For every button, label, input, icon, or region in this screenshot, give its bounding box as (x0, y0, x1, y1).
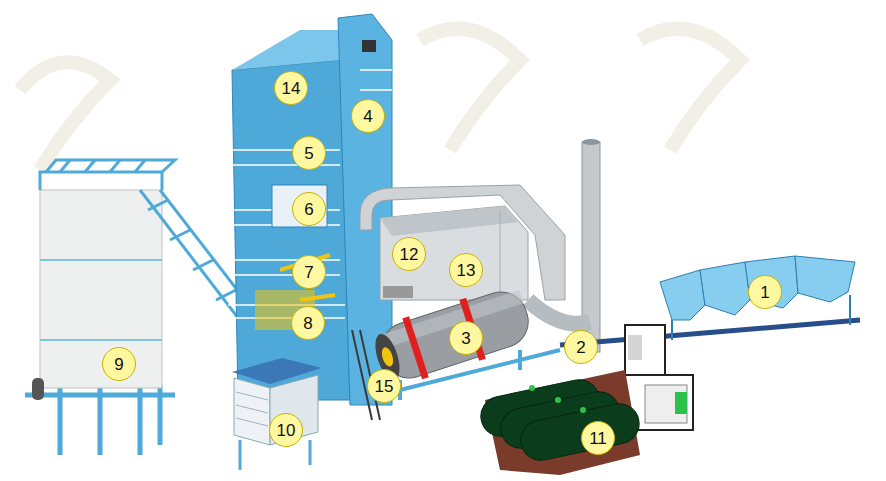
callout-number: 3 (461, 330, 470, 347)
callout-number: 7 (304, 264, 313, 281)
callout-number: 4 (363, 108, 372, 125)
callout-circle: 5 (292, 136, 326, 170)
callout-circle: 11 (581, 421, 615, 455)
callout-circle: 6 (292, 192, 326, 226)
cold-feed-bins (560, 256, 860, 345)
bitumen-tanks (477, 370, 643, 475)
callout-number: 13 (457, 262, 476, 279)
callout-circle: 4 (351, 99, 385, 133)
callout-number: 6 (304, 201, 313, 218)
callout-circle: 14 (274, 71, 308, 105)
callout-circle: 9 (102, 347, 136, 381)
callout-number: 12 (400, 246, 419, 263)
callout-number: 14 (282, 80, 301, 97)
callout-circle: 2 (564, 330, 598, 364)
callout-circle: 12 (392, 237, 426, 271)
callout-number: 8 (303, 315, 312, 332)
callout-circle: 13 (449, 253, 483, 287)
callout-circle: 15 (367, 369, 401, 403)
callout-circle: 3 (449, 321, 483, 355)
callout-circle: 8 (291, 306, 325, 340)
callout-number: 1 (760, 284, 769, 301)
callout-number: 2 (576, 339, 585, 356)
callout-number: 5 (304, 145, 313, 162)
callout-circle: 1 (748, 275, 782, 309)
callout-circle: 10 (269, 413, 303, 447)
dust-collector (360, 185, 565, 300)
callout-number: 15 (375, 378, 394, 395)
chimney-stack (528, 139, 600, 352)
callout-number: 11 (589, 430, 607, 447)
callout-number: 9 (114, 356, 123, 373)
callout-circle: 7 (292, 255, 326, 289)
control-room (232, 358, 322, 470)
callout-number: 10 (277, 422, 296, 439)
